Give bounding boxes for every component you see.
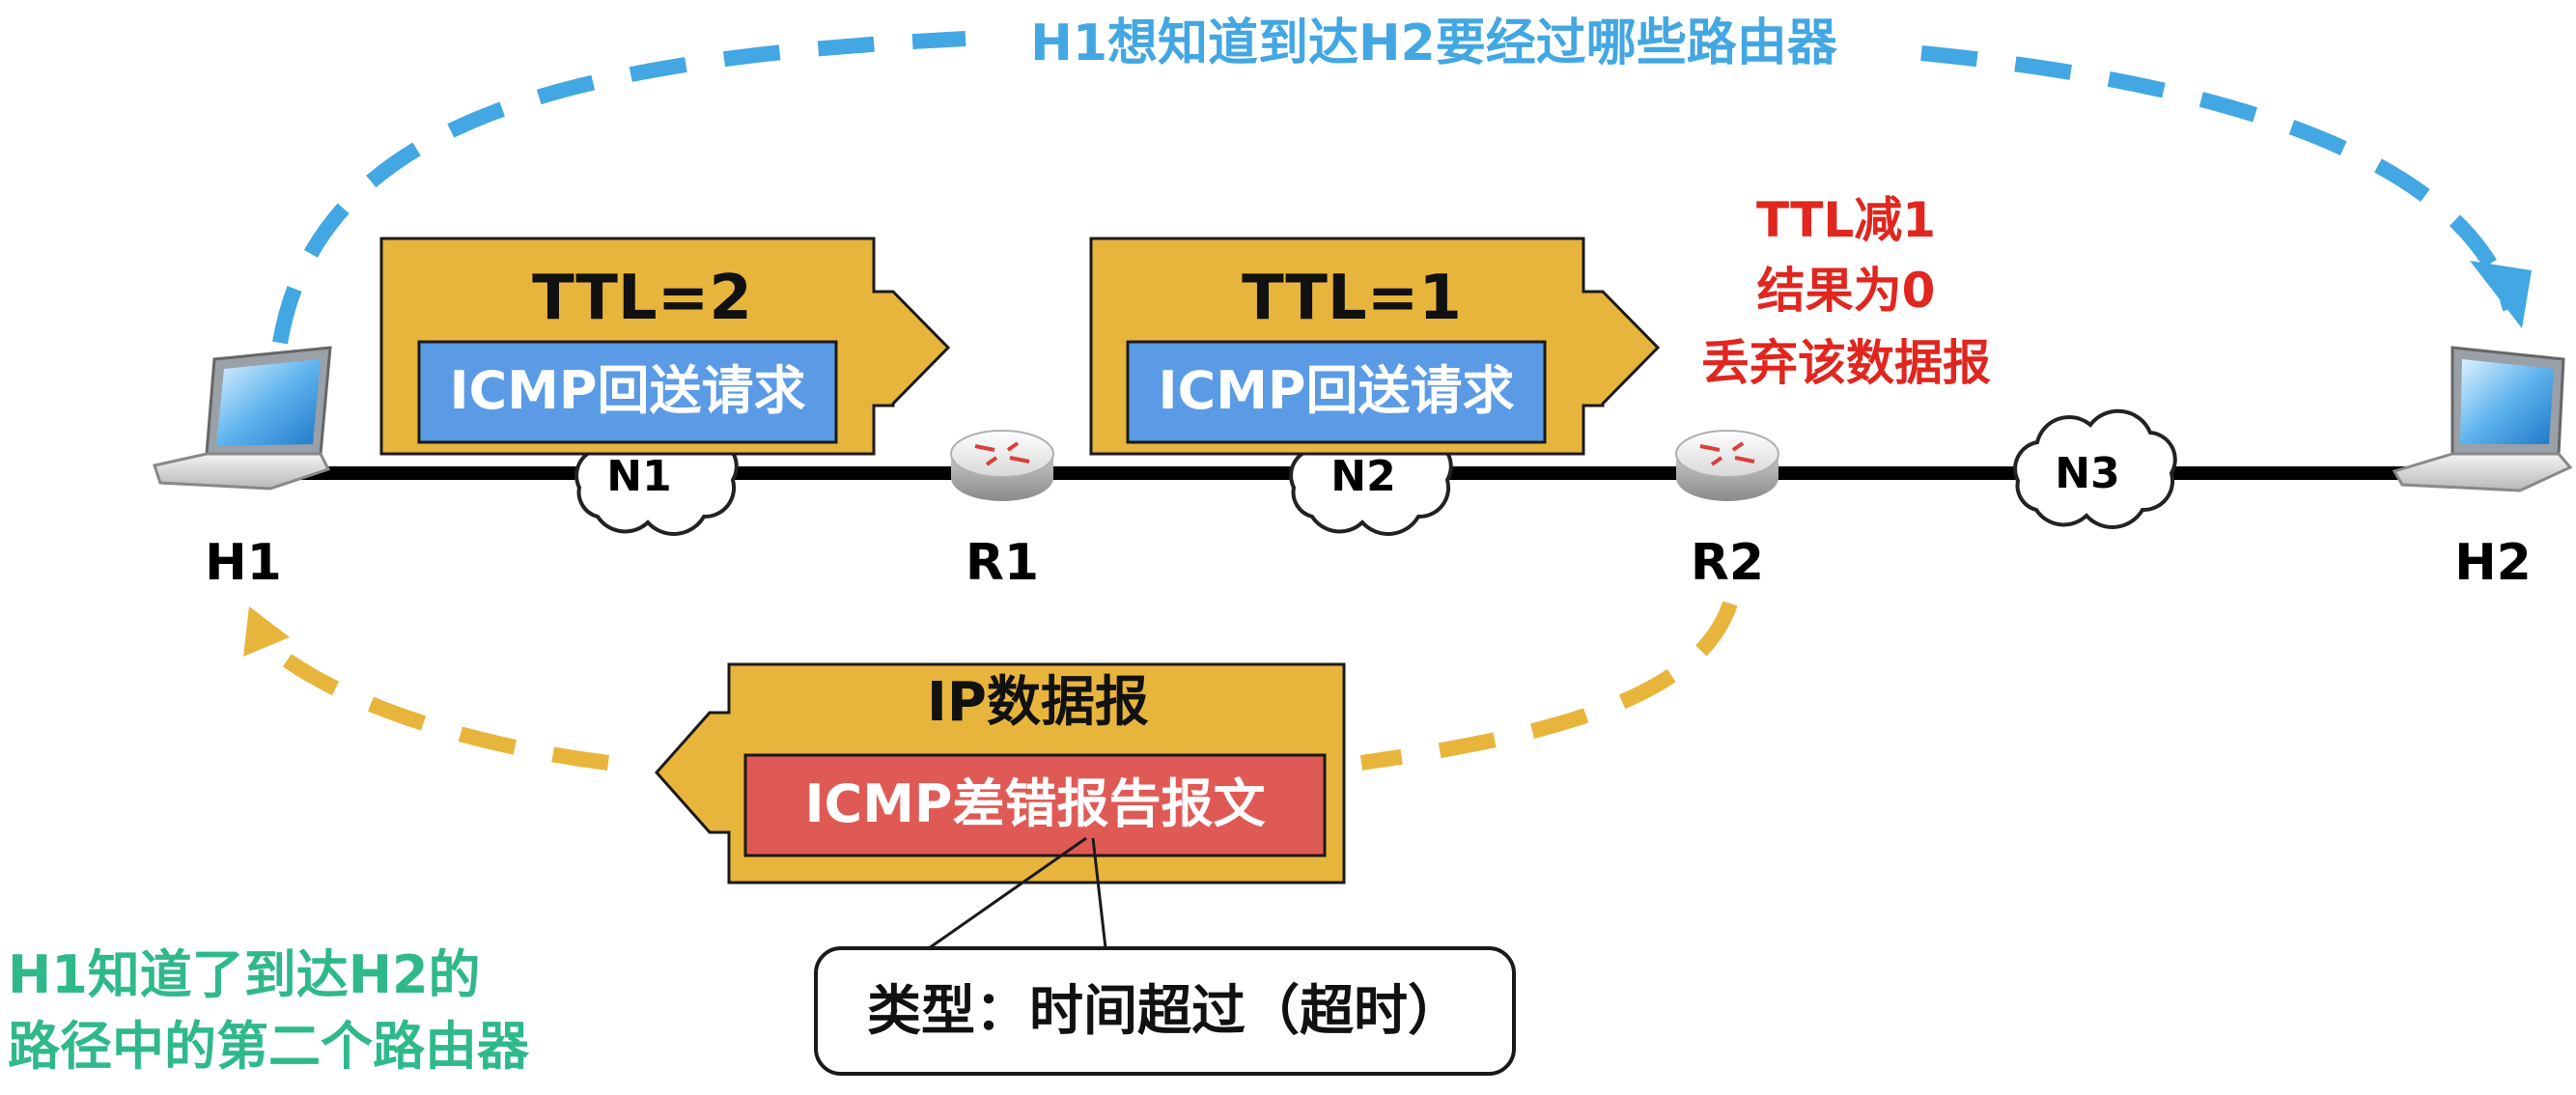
- packet-ttl-label: TTL=1: [1242, 263, 1462, 334]
- packet-ttl-label: TTL=2: [532, 263, 752, 334]
- ttl-expired-note: TTL减1 结果为0 丢弃该数据报: [1701, 192, 1991, 391]
- type-callout-text: 类型：时间超过（超时）: [867, 980, 1462, 1043]
- router-label-r2: R2: [1691, 534, 1764, 592]
- return-inner-box: [743, 753, 1327, 857]
- packet-inner-box: [1126, 340, 1547, 444]
- host-label-h2: H2: [2454, 534, 2532, 592]
- bottom-caption: H1知道了到达H2的 路径中的第二个路由器: [8, 944, 530, 1077]
- ttl-note-line-3: 丢弃该数据报: [1701, 335, 1991, 391]
- host-label-h1: H1: [205, 534, 282, 592]
- packet-ttl-1: TTL=1 ICMP回送请求: [1089, 237, 1661, 456]
- request-arrowhead-icon: [2470, 261, 2532, 328]
- router-r2-icon: [1675, 430, 1779, 501]
- ttl-note-line-1: TTL减1: [1756, 192, 1936, 248]
- bottom-caption-line-2: 路径中的第二个路由器: [8, 1016, 530, 1077]
- return-ip-datagram: IP数据报 ICMP差错报告报文: [654, 662, 1346, 884]
- network-label-n1: N1: [606, 452, 671, 501]
- return-arrowhead-icon: [243, 606, 290, 657]
- ttl-note-line-2: 结果为0: [1757, 263, 1936, 319]
- router-label-r1: R1: [966, 534, 1039, 592]
- packet-inner-label: ICMP回送请求: [1158, 360, 1514, 421]
- network-cloud-n3: N3: [2013, 408, 2177, 529]
- return-path-arrow: [253, 601, 1738, 771]
- bottom-caption-line-1: H1知道了到达H2的: [8, 944, 481, 1005]
- callout-pointer: [928, 836, 1107, 950]
- request-path-arrow: [272, 31, 2518, 345]
- return-inner-label: ICMP差错报告报文: [804, 773, 1265, 834]
- packet-inner-box: [417, 340, 838, 444]
- type-callout: 类型：时间超过（超时）: [814, 946, 1516, 1076]
- network-label-n2: N2: [1330, 452, 1395, 501]
- network-label-n3: N3: [2055, 449, 2119, 498]
- packet-ttl-2: TTL=2 ICMP回送请求: [379, 237, 951, 456]
- router-r1-icon: [950, 430, 1054, 501]
- packet-inner-label: ICMP回送请求: [449, 360, 805, 421]
- return-outer-label: IP数据报: [927, 671, 1149, 734]
- host-h2-laptop-icon: [2392, 346, 2573, 492]
- host-h1-laptop-icon: [153, 346, 332, 491]
- top-caption: H1想知道到达H2要经过哪些路由器: [1030, 14, 1837, 72]
